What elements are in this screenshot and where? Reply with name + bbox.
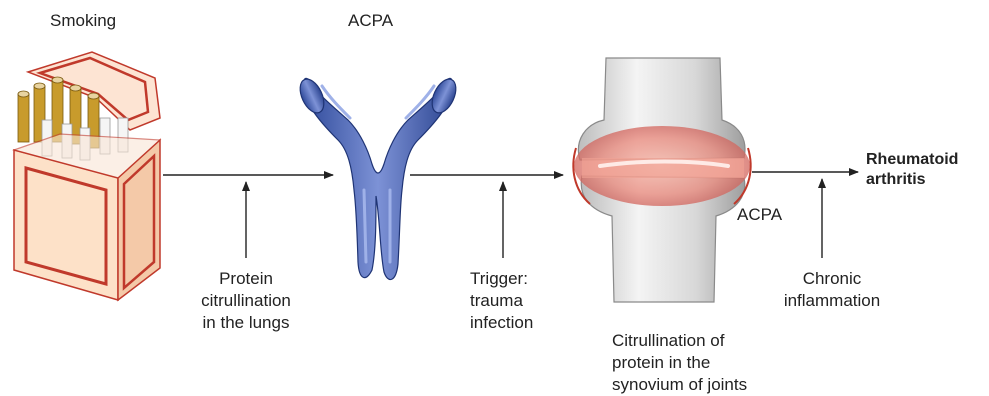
lungs-label-line: Protein	[193, 268, 299, 290]
synovium-label-line: synovium of joints	[612, 374, 747, 396]
trigger-label: Trigger: trauma infection	[470, 268, 533, 334]
lungs-label: Protein citrullination in the lungs	[193, 268, 299, 334]
acpa-label: ACPA	[348, 10, 393, 32]
joint-icon	[573, 58, 750, 302]
outcome-label: Rheumatoid arthritis	[866, 150, 958, 190]
lungs-label-line: in the lungs	[193, 312, 299, 334]
synovium-label-line: protein in the	[612, 352, 747, 374]
synovium-label: Citrullination of protein in the synoviu…	[612, 330, 747, 396]
outcome-label-line: arthritis	[866, 170, 958, 190]
trigger-label-line: trauma	[470, 290, 533, 312]
chronic-label: Chronic inflammation	[772, 268, 892, 312]
lungs-label-line: citrullination	[193, 290, 299, 312]
trigger-label-line: Trigger:	[470, 268, 533, 290]
synovium-label-line: Citrullination of	[612, 330, 747, 352]
chronic-label-line: inflammation	[772, 290, 892, 312]
antibody-icon	[295, 75, 460, 279]
smoking-label: Smoking	[50, 10, 116, 32]
cigarette-pack-icon	[14, 52, 160, 300]
acpa-joint-label: ACPA	[737, 204, 782, 226]
outcome-label-line: Rheumatoid	[866, 150, 958, 170]
chronic-label-line: Chronic	[772, 268, 892, 290]
trigger-label-line: infection	[470, 312, 533, 334]
